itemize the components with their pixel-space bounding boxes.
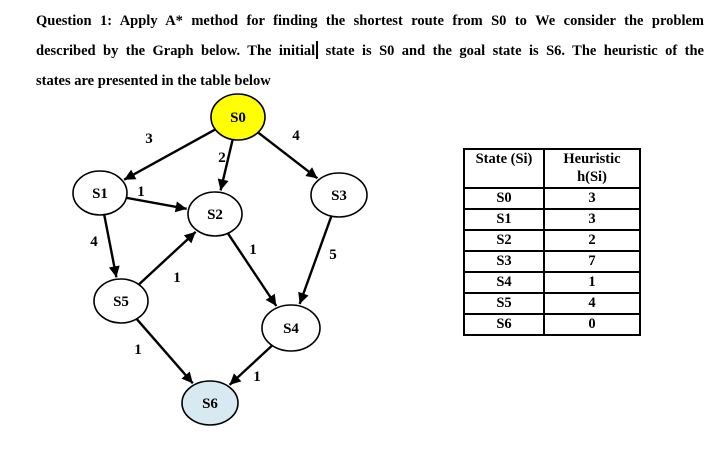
edge-weight-S5-S2: 1 [173, 270, 181, 286]
heuristic-cell: 3 [543, 187, 641, 210]
table-header-row: State (Si) Heuristic h(Si) [463, 148, 641, 189]
question-text: states are presented in the table below [36, 73, 271, 89]
question-paragraph: Question 1: Apply A* method for finding … [36, 6, 704, 96]
state-cell: S0 [463, 187, 545, 210]
state-cell: S3 [463, 250, 545, 273]
node-S2: S2 [187, 191, 243, 237]
edge-S1-S2 [126, 196, 187, 213]
edge-S4-S6 [228, 344, 273, 386]
edge-S0-S1 [123, 128, 216, 181]
edge-weight-S5-S6: 1 [134, 342, 142, 358]
text-cursor [316, 41, 319, 59]
state-cell: S4 [463, 271, 545, 294]
heuristic-cell: 7 [543, 250, 641, 273]
heuristic-cell: 4 [543, 292, 641, 315]
node-label-S6: S6 [202, 396, 218, 412]
node-label-S5: S5 [113, 294, 129, 310]
heuristic-cell: 3 [543, 208, 641, 231]
state-cell: S1 [463, 208, 545, 231]
question-text: Question 1: Apply A* method for finding … [36, 13, 704, 29]
table-header-state: State (Si) [463, 148, 545, 189]
node-S1: S1 [72, 170, 128, 216]
question-line-1: Question 1: Apply A* method for finding … [36, 6, 704, 36]
heuristic-cell: 2 [543, 229, 641, 252]
table-header-heuristic-line2: h(Si) [577, 169, 607, 185]
node-S4: S4 [261, 304, 321, 352]
node-shape-S4 [261, 304, 321, 352]
node-S0: S0 [210, 93, 266, 141]
edge-weight-S4-S6: 1 [253, 369, 261, 385]
table-header-heuristic-line1: Heuristic [563, 151, 621, 167]
graph-edges: 3 2 4 1 4 1 1 5 1 1 [90, 128, 337, 386]
heuristic-cell: 0 [543, 313, 641, 336]
edge-S3-S4 [298, 215, 333, 305]
edge-S1-S5 [103, 214, 120, 278]
edge-S0-S2 [217, 139, 234, 191]
state-cell: S5 [463, 292, 545, 315]
edge-weight-S1-S5: 4 [90, 234, 98, 250]
node-label-S2: S2 [207, 207, 223, 223]
edge-S0-S3 [257, 131, 319, 180]
node-shape-S1 [72, 170, 128, 216]
node-S5: S5 [93, 278, 149, 324]
edge-S5-S2 [138, 230, 197, 286]
edge-S5-S6 [135, 318, 194, 385]
question-line-2: described by the Graph below. The initia… [36, 36, 704, 66]
node-shape-S6 [181, 380, 239, 426]
question-line-3: states are presented in the table below [36, 66, 704, 96]
edge-S2-S4 [226, 232, 278, 307]
state-cell: S2 [463, 229, 545, 252]
node-label-S3: S3 [331, 188, 347, 204]
edge-weight-S1-S2: 1 [137, 184, 145, 200]
node-shape-S0 [210, 93, 266, 141]
state-cell: S6 [463, 313, 545, 336]
edge-weight-S0-S1: 3 [145, 131, 153, 147]
node-S6: S6 [181, 380, 239, 426]
question-text: described by the Graph below. The initia… [36, 43, 316, 59]
table-header-heuristic: Heuristic h(Si) [543, 148, 641, 189]
node-shape-S2 [187, 191, 243, 237]
heuristic-cell: 1 [543, 271, 641, 294]
node-shape-S3 [310, 172, 368, 218]
node-label-S0: S0 [230, 110, 246, 126]
edge-weight-S3-S4: 5 [329, 247, 337, 263]
edge-weight-S0-S2: 2 [218, 150, 226, 166]
question-text: state is S0 and the goal state is S6. Th… [318, 43, 704, 59]
edge-weight-S2-S4: 1 [249, 242, 257, 258]
node-shape-S5 [93, 278, 149, 324]
node-label-S1: S1 [92, 186, 108, 202]
edge-weight-S0-S3: 4 [292, 128, 300, 144]
node-label-S4: S4 [283, 321, 299, 337]
node-S3: S3 [310, 172, 368, 218]
